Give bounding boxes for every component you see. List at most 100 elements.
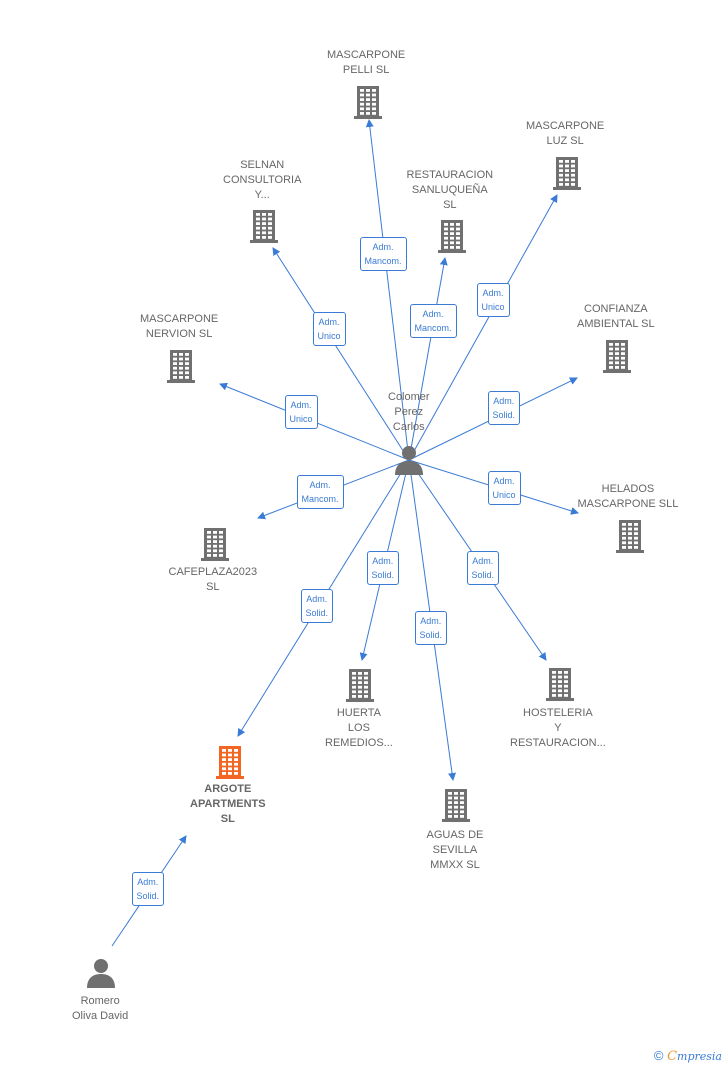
node-icon-wrap[interactable] xyxy=(544,666,576,702)
brand-initial: C xyxy=(667,1049,678,1064)
label-line: SL xyxy=(206,581,220,593)
badge-line: Unico xyxy=(481,302,505,312)
building-icon xyxy=(616,520,644,553)
relation-badge[interactable]: Adm. Mancom. xyxy=(296,475,344,509)
label-line: SELNAN xyxy=(240,158,285,171)
company-label-mascarpone-luz[interactable]: MASCARPONE LUZ SL xyxy=(526,119,604,149)
label-line: Oliva David xyxy=(72,1010,129,1022)
node-icon-wrap[interactable] xyxy=(551,155,583,191)
relation-badge[interactable]: Adm.Unico xyxy=(487,471,521,505)
relation-arrow xyxy=(272,247,410,461)
node-icon-wrap[interactable] xyxy=(436,218,468,254)
person-icon xyxy=(87,959,115,988)
label-line: RESTAURACION xyxy=(406,168,494,181)
relation-arrow xyxy=(365,119,410,461)
badge-line: Solid. xyxy=(471,570,495,580)
badge-line: Adm. xyxy=(493,476,515,486)
label-line: MASCARPONE xyxy=(526,120,605,132)
relation-badge[interactable]: Adm.Mancom. xyxy=(359,237,407,271)
relation-badge[interactable]: Adm. Solid. xyxy=(366,551,400,585)
relation-badge[interactable]: Adm.Solid. xyxy=(487,391,521,425)
brand-footer: © Cmpresia xyxy=(654,1048,722,1064)
badge-line: Adm. xyxy=(472,556,494,566)
node-icon-wrap[interactable] xyxy=(393,444,425,476)
label-line: SL xyxy=(443,198,457,211)
label-line: ARGOTE xyxy=(204,782,252,795)
label-line: Y xyxy=(554,721,562,734)
badge-line: Adm. xyxy=(290,400,312,410)
brand-name: mpresia xyxy=(677,1050,722,1063)
label-line: PELLI SL xyxy=(342,64,390,76)
node-icon-wrap[interactable] xyxy=(85,957,117,989)
node-icon-wrap[interactable] xyxy=(601,338,633,374)
node-icon-wrap[interactable] xyxy=(344,667,376,703)
relation-badge[interactable]: Adm. Unico xyxy=(312,312,346,346)
label-line: MASCARPONE SLL xyxy=(577,498,679,510)
label-line: HELADOS xyxy=(601,483,655,495)
person-icon xyxy=(395,446,423,475)
company-label-mascarpone-pelli[interactable]: MASCARPONE PELLI SL xyxy=(327,48,405,78)
building-icon xyxy=(250,210,278,243)
relation-badge[interactable]: Adm. Solid. xyxy=(131,872,165,906)
label-line: NERVION SL xyxy=(145,328,213,340)
badge-line: Adm. xyxy=(422,309,444,319)
badge-line: Adm. xyxy=(493,396,515,406)
badge-line: Unico xyxy=(317,331,341,341)
label-line: SL xyxy=(220,812,235,825)
badge-line: Mancom. xyxy=(301,494,339,504)
relation-badge[interactable]: Adm. Solid. xyxy=(466,551,500,585)
label-line: MASCARPONE xyxy=(327,49,406,61)
label-line: HOSTELERIA xyxy=(523,706,593,719)
label-line: Perez xyxy=(394,405,424,418)
badge-line: Solid. xyxy=(371,570,395,580)
badge-line: Solid. xyxy=(419,630,443,640)
node-icon-wrap[interactable] xyxy=(352,84,384,120)
badge-line: Adm. xyxy=(318,317,340,327)
badge-line: Unico xyxy=(289,414,313,424)
node-icon-wrap[interactable] xyxy=(614,518,646,554)
building-icon xyxy=(546,668,574,701)
relation-arrow xyxy=(408,194,558,461)
badge-line: Adm. xyxy=(137,877,159,887)
node-icon-wrap[interactable] xyxy=(248,208,280,244)
highlighted-building-icon xyxy=(216,746,244,779)
node-icon-wrap[interactable] xyxy=(214,744,246,780)
label-line: AMBIENTAL SL xyxy=(577,318,655,330)
badge-line: Adm. xyxy=(309,480,331,490)
label-line: Colomer xyxy=(388,390,430,403)
label-line: LUZ SL xyxy=(546,135,584,147)
label-line: HUERTA xyxy=(336,706,382,719)
badge-line: Solid. xyxy=(136,891,160,901)
node-icon-wrap[interactable] xyxy=(440,787,472,823)
company-label-argote-apartments[interactable]: ARGOTE APARTMENTS SL xyxy=(190,782,266,827)
badge-line: Mancom. xyxy=(414,323,452,333)
company-label-helados-mascarpone[interactable]: HELADOS MASCARPONE SLL xyxy=(578,482,679,512)
badge-line: Solid. xyxy=(305,608,329,618)
label-line: APARTMENTS xyxy=(190,797,266,810)
relation-badge[interactable]: Adm.Solid. xyxy=(300,589,334,623)
building-icon xyxy=(201,528,229,561)
label-line: SEVILLA xyxy=(432,843,478,856)
label-line: AGUAS DE xyxy=(426,828,484,841)
label-line: Romero xyxy=(80,995,120,1007)
relation-badge[interactable]: Adm.Solid. xyxy=(414,611,448,645)
node-icon-wrap[interactable] xyxy=(165,348,197,384)
building-icon xyxy=(603,340,631,373)
badge-line: Adm. xyxy=(372,556,394,566)
relation-badge[interactable]: Adm.Unico xyxy=(476,283,510,317)
relation-badge[interactable]: Adm. Unico xyxy=(284,395,318,429)
relation-badge[interactable]: Adm. Mancom. xyxy=(409,304,457,338)
node-icon-wrap[interactable] xyxy=(199,526,231,562)
copyright-symbol: © xyxy=(653,1048,664,1063)
building-icon xyxy=(354,86,382,119)
